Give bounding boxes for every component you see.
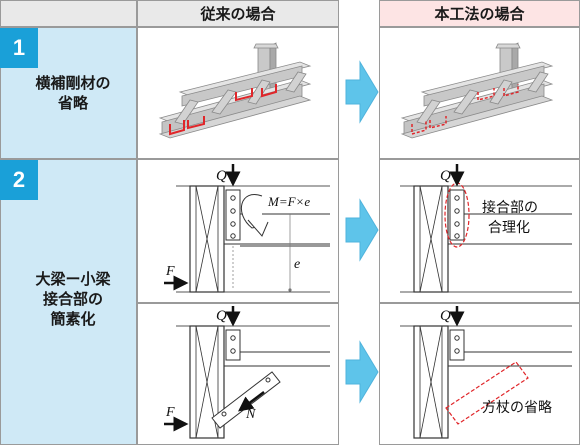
label-f-row2b: F (165, 405, 175, 420)
label-e: e (294, 257, 300, 272)
row2-label: 大梁ー小梁 接合部の 簡素化 (18, 270, 128, 330)
row2-number-badge: 2 (0, 160, 38, 200)
row1-label-line2: 省略 (57, 95, 88, 112)
row2-label-cell (0, 159, 137, 445)
joint-rational-new (400, 164, 572, 293)
transition-arrow-row2a (345, 198, 379, 262)
row1-label: 横補剛材の 省略 (18, 74, 128, 114)
label-q-row2a-new: Q (440, 168, 451, 184)
row2-label-line1: 大梁ー小梁 (35, 271, 111, 288)
label-q-row2b-new: Q (440, 308, 451, 324)
header-conventional: 従来の場合 (137, 0, 339, 27)
panel-row2b-conventional (137, 303, 339, 445)
joint-brace-conventional (164, 306, 330, 439)
label-q-row2a-conventional: Q (216, 168, 227, 184)
header-gap (339, 0, 379, 27)
panel-row2a-new (379, 159, 580, 303)
row2-label-line3: 簡素化 (50, 311, 96, 328)
label-q-row2b-conventional: Q (216, 308, 227, 324)
transition-arrow-row2b (345, 340, 379, 404)
row1-number-badge: 1 (0, 28, 38, 68)
transition-arrow-row1 (345, 60, 379, 124)
header-corner (0, 0, 137, 27)
note-joint-line1: 接合部の (482, 199, 538, 215)
frame-3d-conventional (158, 42, 312, 139)
header-new-method: 本工法の場合 (379, 0, 580, 27)
joint-brace-new (400, 306, 572, 439)
row1-label-line1: 横補剛材の (35, 75, 111, 92)
joint-eccentric-conventional (164, 164, 330, 293)
row2-label-line2: 接合部の (42, 291, 103, 308)
label-f-row2a: F (165, 264, 175, 279)
label-moment: M=F×e (267, 194, 310, 209)
frame-3d-new (400, 42, 554, 139)
label-n: N (245, 407, 256, 422)
note-brace: 方杖の省略 (482, 399, 552, 415)
note-joint-line2: 合理化 (488, 219, 530, 235)
